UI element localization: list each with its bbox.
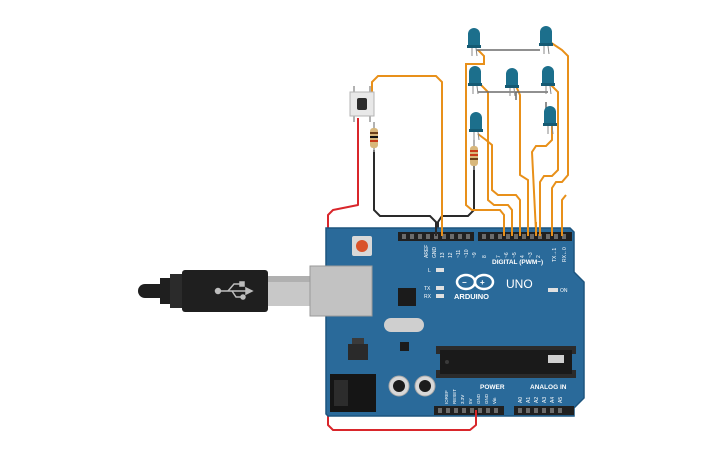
wire-led-3[interactable] <box>477 133 521 232</box>
indicator-leds <box>436 268 558 298</box>
pin-label: ~11 <box>456 250 462 258</box>
pin-label: 7 <box>496 255 502 258</box>
pin-label: A0 <box>518 397 524 403</box>
pin-label: ~6 <box>504 252 510 258</box>
led-6[interactable] <box>469 112 483 141</box>
crystal <box>384 318 424 332</box>
wire-led-8[interactable] <box>561 194 567 232</box>
pin-label: IOREF <box>444 390 449 404</box>
wire-black-gnd-2[interactable] <box>437 165 475 232</box>
tx-label: TX <box>424 286 431 292</box>
usb-chip <box>398 288 416 306</box>
wire-led-4[interactable] <box>515 85 529 232</box>
pin-label: A1 <box>526 397 532 403</box>
pin-label: 12 <box>448 252 454 258</box>
pin-label: A4 <box>550 397 556 403</box>
digital-header-label: DIGITAL (PWM~) <box>492 259 543 266</box>
analog-header-label: ANALOG IN <box>530 384 567 391</box>
pin-label: A3 <box>542 397 548 403</box>
led-3[interactable] <box>468 66 482 95</box>
pin-label: A2 <box>534 397 540 403</box>
capacitors <box>388 375 436 397</box>
usb-cable[interactable] <box>138 270 316 312</box>
usb-jack <box>309 265 373 317</box>
pin-label: 5V <box>468 398 473 404</box>
led-1[interactable] <box>467 28 481 57</box>
resistor-button[interactable] <box>370 122 378 152</box>
pin-label: TX→1 <box>552 248 558 262</box>
pin-label: 3.3V <box>460 395 465 404</box>
plus-glyph: + <box>480 278 485 287</box>
pin-label: GND <box>432 247 438 259</box>
pin-label: ~10 <box>464 249 470 258</box>
power-header <box>434 406 504 415</box>
power-header-label: POWER <box>480 384 505 391</box>
arduino-uno-board[interactable]: AREF GND 13 12 ~11 ~10 ~9 8 7 ~6 ~5 4 ~3… <box>309 227 585 417</box>
pin-label: GND <box>476 393 481 404</box>
pin-label: AREF <box>424 245 430 258</box>
pin-label: GND <box>484 393 489 404</box>
pin-label: 4 <box>520 255 526 258</box>
pin-label: ~3 <box>528 252 534 258</box>
arduino-infinity-logo <box>455 273 495 291</box>
led-4[interactable] <box>505 68 519 97</box>
led-array <box>467 26 557 141</box>
wire-led-7[interactable] <box>530 126 553 233</box>
model-label: UNO <box>506 277 533 291</box>
regulator <box>348 344 368 360</box>
pin-label: 13 <box>440 252 446 258</box>
pin-label: RX←0 <box>562 247 568 262</box>
atmega-chip <box>436 346 576 378</box>
pin-label: 8 <box>482 255 488 258</box>
analog-pin-labels: A0 A1 A2 A3 A4 A5 <box>518 397 564 403</box>
wire-black-gnd-1[interactable] <box>373 150 437 232</box>
resistor-led[interactable] <box>470 140 478 170</box>
pin-label: Vin <box>492 397 497 404</box>
pin-label: 2 <box>536 255 542 258</box>
pin-label: ~9 <box>472 252 478 258</box>
led-5[interactable] <box>541 66 555 95</box>
led-7[interactable] <box>543 106 557 135</box>
wire-red-5v[interactable] <box>327 118 477 431</box>
rx-label: RX <box>424 294 432 300</box>
brand-logo-text: ARDUINO <box>454 292 489 301</box>
power-pin-labels: IOREF RESET 3.3V 5V GND GND Vin <box>444 389 497 404</box>
pin-label: A5 <box>558 397 564 403</box>
l-label: L <box>428 268 431 274</box>
pin-label: ~5 <box>512 252 518 258</box>
led-2[interactable] <box>539 26 553 55</box>
minus-glyph: − <box>462 278 467 287</box>
wire-orange-pin13[interactable] <box>371 75 443 232</box>
on-label: ON <box>560 288 568 294</box>
wire-led-5[interactable] <box>549 41 569 232</box>
top-pin-labels: AREF GND 13 12 ~11 ~10 ~9 8 7 ~6 ~5 4 ~3… <box>424 245 568 262</box>
wire-led-1[interactable] <box>465 49 505 232</box>
pin-label: RESET <box>452 389 457 404</box>
wire-led-6[interactable] <box>539 83 559 232</box>
pushbutton[interactable] <box>349 86 375 122</box>
wire-ends <box>435 222 563 424</box>
usb-symbol-icon <box>214 281 254 300</box>
